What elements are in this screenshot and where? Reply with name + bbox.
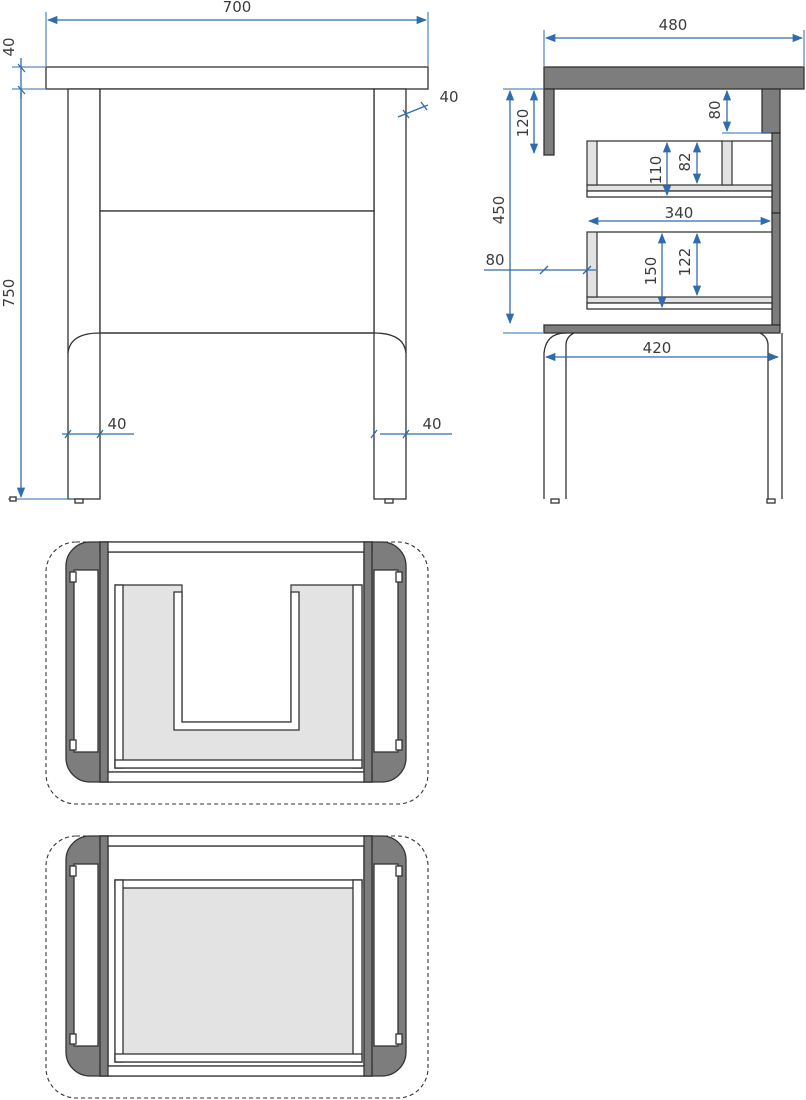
front-bottom-right-leg-label: 40 — [422, 415, 441, 433]
top1-right-rail — [373, 569, 399, 753]
side-lower-outer-label: 150 — [642, 257, 660, 286]
side-front-panel — [543, 88, 555, 156]
side-upper-gap-label: 80 — [706, 100, 724, 119]
top-view-u-drawer — [45, 541, 429, 805]
front-arch — [67, 332, 407, 354]
side-back-panel-upper — [761, 88, 781, 134]
front-left-leg — [67, 88, 101, 500]
front-dimensions: 700 40 750 40 40 40 — [0, 0, 459, 502]
front-top-thickness-label: 40 — [0, 37, 18, 56]
side-inset-label: 80 — [485, 251, 504, 269]
front-bottom-left-leg-label: 40 — [107, 415, 126, 433]
side-lower-inner-label: 122 — [676, 248, 694, 277]
side-upper-drawer-bottom — [586, 184, 773, 192]
side-drawer-outer-label: 110 — [647, 156, 665, 185]
front-right-leg — [373, 88, 407, 500]
side-depth-label: 480 — [659, 16, 688, 34]
side-back-panel-mid — [771, 132, 781, 214]
front-right-foot — [384, 498, 394, 504]
side-right-foot — [766, 498, 776, 504]
side-dimensions: 480 120 450 80 110 82 340 80 150 122 420 — [484, 16, 805, 362]
front-top-panel — [45, 66, 429, 90]
side-left-foot — [550, 498, 560, 504]
side-body-height-label: 450 — [490, 196, 508, 225]
side-lower-drawer-front — [586, 231, 598, 298]
side-upper-drawer-slide — [586, 190, 773, 198]
front-lower-drawer — [99, 210, 375, 334]
front-right-leg-label: 40 — [439, 88, 458, 106]
side-upper-drawer-front — [586, 140, 598, 186]
top1-left-rail — [73, 569, 99, 753]
side-drawer-inner-label: 82 — [676, 152, 694, 171]
side-lower-drawer-slide — [586, 302, 773, 310]
side-lower-drawer-bottom — [586, 296, 773, 304]
side-leg-span-label: 420 — [643, 339, 672, 357]
top-view-full-drawer — [45, 835, 429, 1099]
side-upper-drawer-back — [721, 140, 733, 186]
top2-left-rail — [73, 863, 99, 1047]
side-bottom-shelf — [543, 324, 781, 334]
front-upper-drawer — [99, 88, 375, 212]
side-leg-frame — [543, 332, 567, 499]
side-top-panel — [543, 66, 805, 90]
side-view — [543, 66, 805, 504]
side-drawer-width-label: 340 — [665, 204, 694, 222]
side-panel-height-label: 120 — [514, 109, 532, 138]
side-back-panel-lower — [771, 212, 781, 326]
front-view — [45, 66, 429, 504]
front-width-label: 700 — [223, 0, 252, 16]
top2-drawer — [114, 879, 363, 1063]
front-height-label: 750 — [0, 279, 18, 308]
top2-right-rail — [373, 863, 399, 1047]
front-left-foot — [74, 498, 84, 504]
